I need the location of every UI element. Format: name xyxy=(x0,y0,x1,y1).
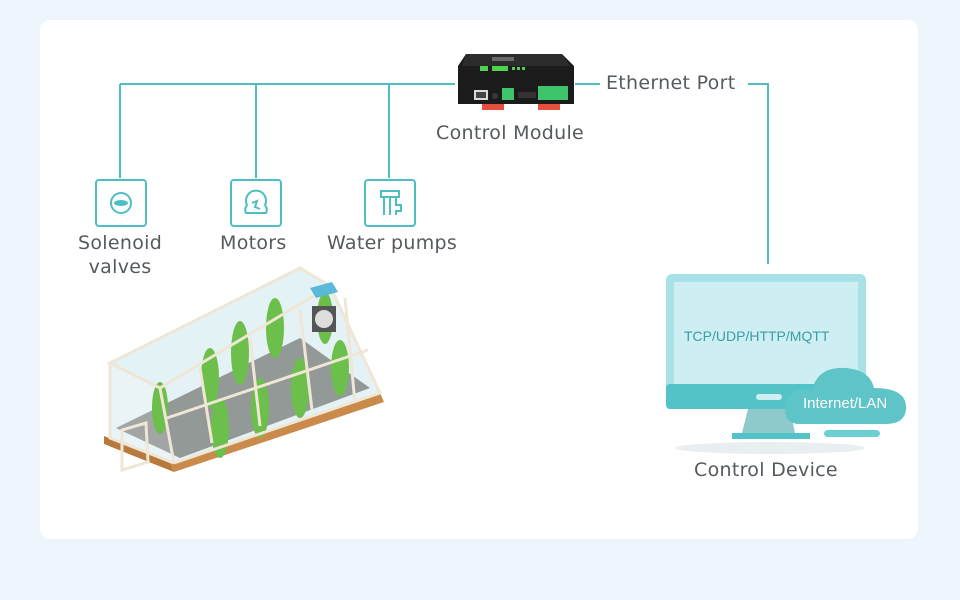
motor-icon xyxy=(244,189,268,214)
control-module-image xyxy=(458,54,574,110)
water-pump-icon xyxy=(380,190,402,215)
water-pumps-label: Water pumps xyxy=(327,232,458,254)
solenoid-label-line2: valves xyxy=(88,256,152,278)
ethernet-port-label: Ethernet Port xyxy=(606,72,736,94)
solenoid-valves-label: Solenoid valves xyxy=(78,231,162,279)
valve-icon xyxy=(110,192,132,214)
motors-node xyxy=(230,179,282,227)
motors-label: Motors xyxy=(220,232,287,254)
control-device-image xyxy=(666,274,907,454)
control-module-label: Control Module xyxy=(436,122,585,144)
network-text: Internet/LAN xyxy=(803,395,888,412)
water-pumps-node xyxy=(364,179,416,227)
control-device-label: Control Device xyxy=(694,459,838,481)
solenoid-valves-node xyxy=(95,179,147,227)
greenhouse-image xyxy=(104,266,384,473)
protocols-text: TCP/UDP/HTTP/MQTT xyxy=(684,328,830,344)
solenoid-label-line1: Solenoid xyxy=(78,232,163,254)
